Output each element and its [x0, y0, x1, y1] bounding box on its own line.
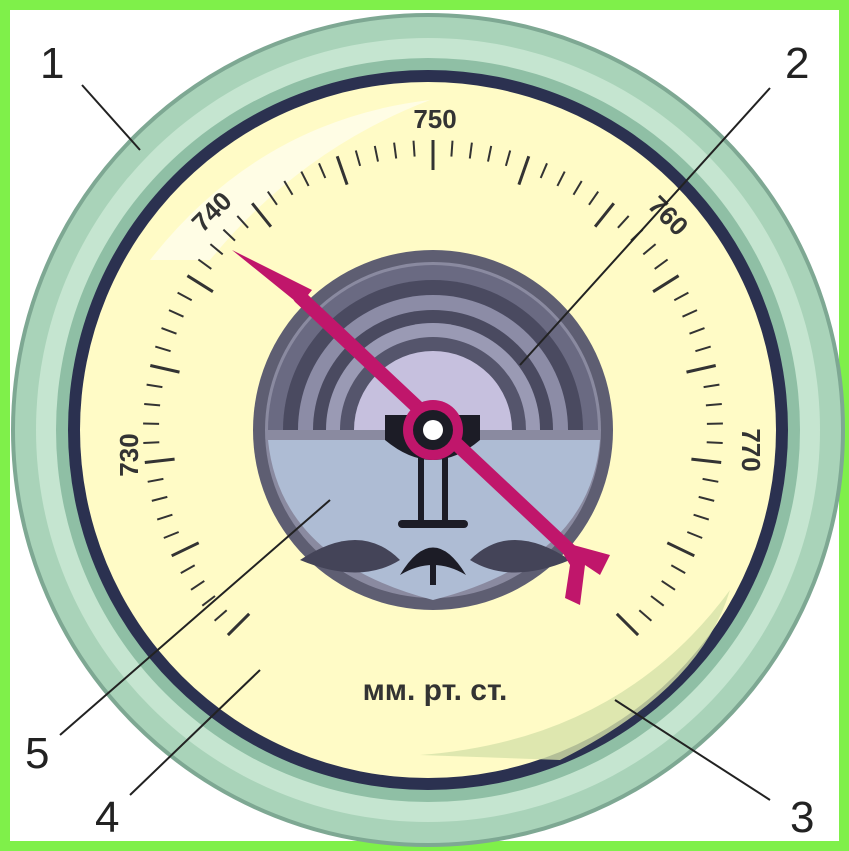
unit-label: мм. рт. ст. [363, 674, 508, 707]
minor-tick [451, 141, 452, 157]
callout-2: 2 [785, 39, 809, 88]
callout-1: 1 [40, 39, 64, 88]
minor-tick [707, 442, 723, 443]
scale-label-770: 770 [736, 428, 766, 471]
callout-4: 4 [95, 793, 119, 842]
minor-tick [414, 141, 415, 157]
minor-tick [143, 442, 159, 443]
minor-tick [706, 404, 722, 405]
scale-label-730: 730 [114, 433, 144, 476]
scale-label-750: 750 [413, 104, 456, 134]
callout-3: 3 [790, 793, 814, 842]
callout-5: 5 [25, 729, 49, 778]
minor-tick [144, 404, 160, 405]
